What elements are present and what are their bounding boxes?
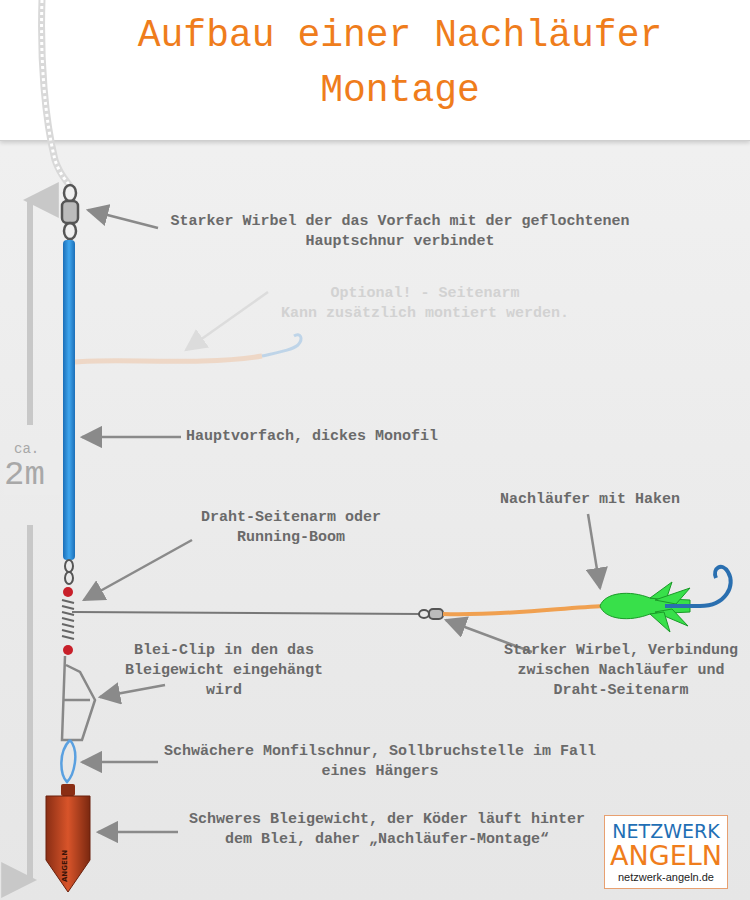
logo-text: ANGELN xyxy=(607,842,725,870)
logo-box: NETZWERKANGELNnetzwerk-angeln.de xyxy=(604,815,728,889)
dimension-arrow xyxy=(27,200,33,880)
boom-wire xyxy=(72,612,420,614)
lead-clip xyxy=(62,656,95,740)
bead xyxy=(63,645,73,655)
callout-label: Schweres Bleigewicht, der Köder läuft hi… xyxy=(182,810,592,850)
main-leader xyxy=(63,240,75,560)
weight-marking: ANGELN xyxy=(61,846,69,886)
lead-weight xyxy=(46,784,90,892)
braided-line xyxy=(42,0,70,186)
callout-label: Hauptvorfach, dickes Monofil xyxy=(186,427,486,447)
callout-label: Starker Wirbel der das Vorfach mit der g… xyxy=(150,212,650,252)
callout-label: Starker Wirbel, Verbindung zwischen Nach… xyxy=(496,641,746,701)
spring xyxy=(62,600,74,639)
callout-label: Optional! - Seitenarm xyxy=(250,284,600,304)
leader-line xyxy=(186,292,268,350)
lure-leader xyxy=(443,606,604,614)
callout-label: Blei-Clip in den das Bleigewicht eingehä… xyxy=(124,641,324,701)
leader-lines xyxy=(82,210,600,832)
callout-label: Draht-Seitenarm oder Running-Boom xyxy=(196,508,386,548)
weak-link xyxy=(61,740,75,782)
logo-text: netzwerk-angeln.de xyxy=(607,870,725,884)
snap-swivel xyxy=(65,560,73,584)
callout-label: Nachläufer mit Haken xyxy=(470,490,710,510)
hook xyxy=(665,567,731,606)
swivel xyxy=(62,185,78,239)
dimension-label: 2m xyxy=(4,455,60,495)
title: Aufbau einer Nachläufer Montage xyxy=(130,8,670,118)
bead xyxy=(63,587,73,597)
callout-label: Schwächere Monfilschnur, Sollbruchstelle… xyxy=(160,742,600,782)
callout-label: Kann zusätzlich montiert werden. xyxy=(250,304,600,324)
swivel xyxy=(419,609,443,619)
logo-text: NETZWERK xyxy=(607,820,725,842)
